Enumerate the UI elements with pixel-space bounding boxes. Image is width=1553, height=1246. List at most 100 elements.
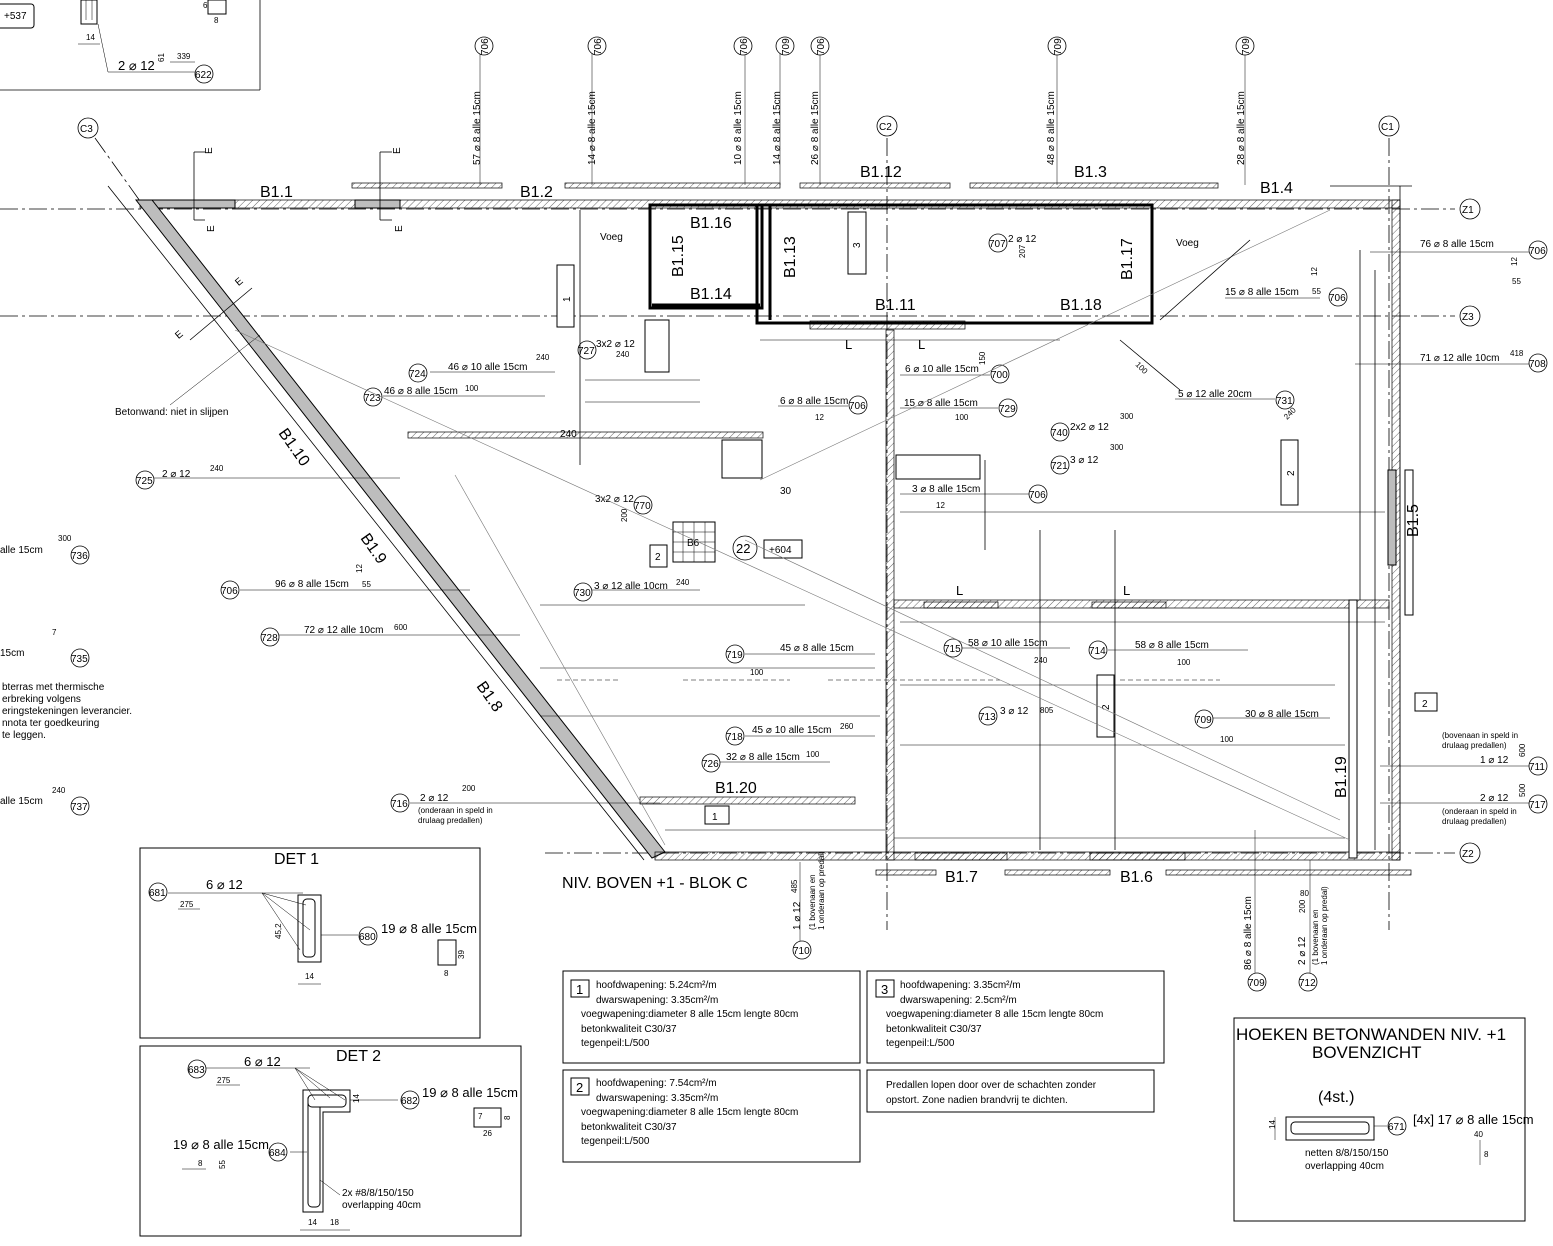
svg-text:709: 709 [1241,38,1252,55]
note-onderaan-l2: drulaag predallen) [418,816,483,825]
zone-2-marker-d: 2 [1422,699,1428,710]
svg-text:12: 12 [815,413,824,422]
note-1-line-5: tegenpeil:L/500 [581,1038,650,1049]
rebar-tag-712: 712 [1299,978,1316,989]
rebar-tag-729: 729 [999,404,1016,415]
grid-bubble-c1: C1 [1378,115,1400,137]
svg-text:18: 18 [330,1218,339,1227]
beam-b1-16: B1.16 [690,215,732,232]
hoeken-count: (4st.) [1318,1089,1354,1106]
top-left-detail-fragment: +537 14 2 ⌀ 12 339 61 622 8 6 [0,0,261,91]
rebar-label-740: 2x2 ⌀ 12 [1070,422,1109,433]
drawing-title: NIV. BOVEN +1 - BLOK C [562,875,748,892]
rebar-label-top-1: 57 ⌀ 8 alle 15cm [472,91,483,165]
note-2-num: 2 [576,1080,583,1095]
rebar-label-713: 3 ⌀ 12 [1000,706,1029,717]
rebar-label-700: 6 ⌀ 10 alle 15cm [905,364,979,375]
svg-text:80: 80 [1300,889,1309,898]
rebar-tag-622: 622 [195,70,212,81]
section-e-6: E [173,329,185,342]
beam-b1-7: B1.7 [945,869,978,886]
svg-text:706: 706 [816,38,827,55]
det2-top-rebar: 6 ⌀ 12 [244,1054,281,1069]
rebar-tag-706b: 706 [1029,490,1046,501]
beam-b1-9: B1.9 [357,531,390,568]
svg-text:200: 200 [462,784,476,793]
dim-339: 339 [177,52,191,61]
beam-b1-2: B1.2 [520,184,553,201]
section-e-3: E [392,147,403,154]
grid-bubble-z3: Z3 [1459,305,1481,327]
rebar-label-724: 46 ⌀ 10 alle 15cm [448,362,527,373]
dim-14: 14 [86,33,95,42]
hoeken-net: netten 8/8/150/150 [1305,1148,1389,1159]
det2-tag-682: 682 [401,1096,418,1107]
small-dimensions: 240 100 240 240 240 600 100 240 100 805 … [52,244,1527,913]
det2-tag-683: 683 [188,1065,205,1076]
svg-text:55: 55 [218,1160,227,1169]
det1-top-rebar: 6 ⌀ 12 [206,877,243,892]
rebar-label-top-3: 10 ⌀ 8 alle 15cm [733,91,744,165]
section-markers: E E E E E E [173,147,405,342]
rebar-tag-right-1: 706 [1529,246,1546,257]
note-1-line-1: hoofdwapening: 5.24cm²/m [596,980,717,991]
beam-b1-14: B1.14 [690,286,732,303]
beam-b1-13: B1.13 [782,236,799,278]
beam-b1-20: B1.20 [715,780,757,797]
note-2-line-3: voegwapening:diameter 8 alle 15cm lengte… [581,1107,798,1118]
rebar-label-726: 32 ⌀ 8 alle 15cm [726,752,800,763]
detail-det1: DET 1 6 ⌀ 12 681 275 680 19 ⌀ 8 alle 15c… [139,847,481,1039]
rebar-tag-706c: 706 [221,586,238,597]
rebar-tag-711: 717 [1529,800,1546,811]
grid-bubble-c2: C2 [876,115,898,137]
grid-bubble-z1: Z1 [1459,198,1481,220]
svg-text:600: 600 [1518,743,1527,757]
section-e-1: E [204,147,215,154]
rebar-tag-740: 740 [1051,428,1068,439]
svg-text:240: 240 [616,350,630,359]
svg-text:275: 275 [217,1076,231,1085]
svg-text:706: 706 [739,38,750,55]
svg-text:260: 260 [840,722,854,731]
svg-text:100: 100 [806,750,820,759]
svg-text:300: 300 [1120,412,1134,421]
rebar-label-712: 2 ⌀ 12 [1297,936,1308,965]
left-edge-labels: alle 15cm 736 15cm 735 alle 15cm 737 bte… [0,334,261,816]
detail-det2: DET 2 6 ⌀ 12 683 275 682 19 ⌀ 8 alle 15c… [139,1045,522,1237]
rebar-tag-717: 710 [793,946,810,957]
beam-b1-4: B1.4 [1260,180,1293,197]
svg-text:26: 26 [483,1129,492,1138]
note-2-line-1: hoofdwapening: 7.54cm²/m [596,1078,717,1089]
section-e-4: E [394,225,405,232]
rebar-label-right-2: 15 ⌀ 8 alle 15cm [1225,287,1299,298]
svg-text:8: 8 [198,1159,203,1168]
svg-text:55: 55 [1312,287,1321,296]
rebar-label-725: 2 ⌀ 12 [162,469,191,480]
rebar-tag-737: 737 [71,802,88,813]
note-bovenaan-1: (bovenaan in speld in [1442,731,1518,740]
l-mark-1: L [845,337,852,352]
rebar-tag-718: 718 [726,732,743,743]
svg-text:12: 12 [936,501,945,510]
beam-b1-8: B1.8 [473,679,506,716]
rebar-tag-728: 728 [261,633,278,644]
rebar-label-711: 2 ⌀ 12 [1480,793,1509,804]
beam-b1-1: B1.1 [260,184,293,201]
svg-text:12: 12 [1310,267,1319,276]
zone-2-marker-c: 2 [655,552,661,563]
terras-note-1: bterras met thermische [2,682,105,693]
det2-net: 2x #8/8/150/150 [342,1188,414,1199]
zone-1-marker: 1 [562,296,573,302]
svg-text:7: 7 [52,628,57,637]
beam-b1-18: B1.18 [1060,297,1102,314]
dim-8: 8 [214,16,219,25]
det1-title: DET 1 [274,851,319,868]
rebar-tag-top-7: 709 [1235,36,1255,56]
note-717-2: 1 onderaan op predal) [817,851,826,930]
svg-text:C1: C1 [1381,122,1394,133]
svg-text:7: 7 [478,1112,483,1121]
grid-bubble-z2: Z2 [1459,842,1481,864]
l-mark-2: L [918,337,925,352]
note-onderaan-l1: (onderaan in speld in [418,806,493,815]
note-3-line-4: betonkwaliteit C30/37 [886,1024,982,1035]
